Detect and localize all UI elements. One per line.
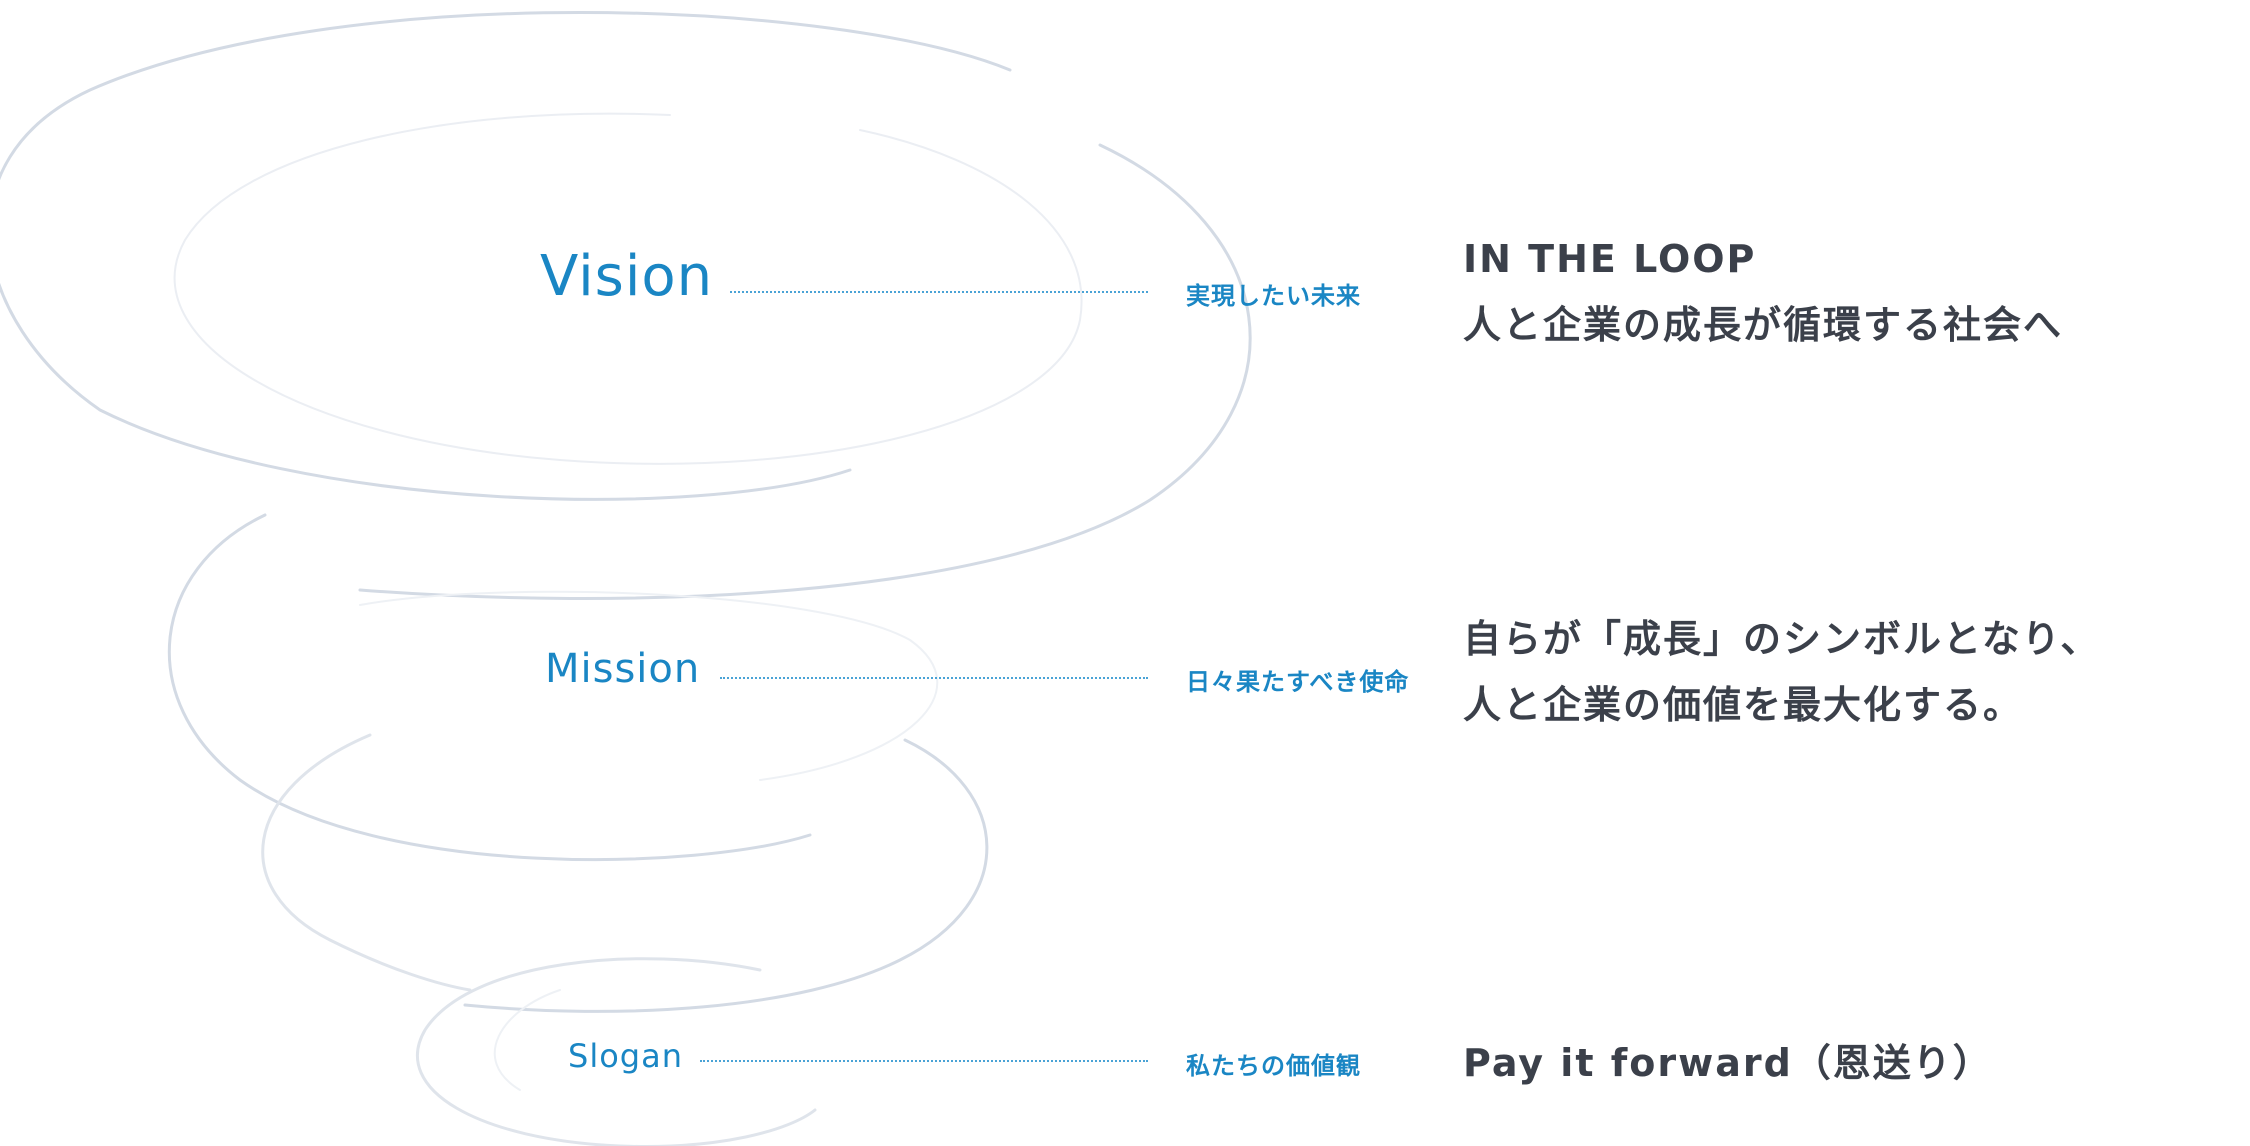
swirl-loop (167, 513, 812, 862)
mission-statement-line-2: 人と企業の価値を最大化する。 (1463, 683, 2024, 727)
slogan-statement: Pay it forward（恩送り） (1463, 1030, 1993, 1096)
swirl-loop (358, 143, 1252, 600)
swirl-loop (0, 11, 1012, 501)
slogan-subtitle: 私たちの価値観 (1186, 1052, 1361, 1080)
mission-statement-line-1: 自らが「成長」のシンボルとなり、 (1463, 617, 2101, 661)
slogan-leader-line (700, 1060, 1148, 1062)
swirl-loop (463, 738, 989, 1013)
mission-term: Mission (545, 646, 701, 692)
slogan-term: Slogan (568, 1037, 683, 1075)
swirl-loop (493, 989, 561, 1091)
vision-subtitle: 実現したい未来 (1186, 282, 1361, 310)
swirl-loop (261, 733, 472, 992)
vision-statement-line-1: IN THE LOOP (1463, 237, 1757, 281)
slogan-statement-line-1: Pay it forward（恩送り） (1463, 1041, 1993, 1085)
mission-statement: 自らが「成長」のシンボルとなり、 人と企業の価値を最大化する。 (1463, 606, 2100, 738)
vision-statement-line-2: 人と企業の成長が循環する社会へ (1463, 303, 2064, 347)
mission-subtitle: 日々果たすべき使命 (1186, 668, 1410, 696)
vision-term: Vision (540, 244, 714, 309)
mission-leader-line (720, 677, 1148, 679)
vision-statement: IN THE LOOP 人と企業の成長が循環する社会へ (1463, 226, 2063, 358)
vision-leader-line (730, 291, 1148, 293)
